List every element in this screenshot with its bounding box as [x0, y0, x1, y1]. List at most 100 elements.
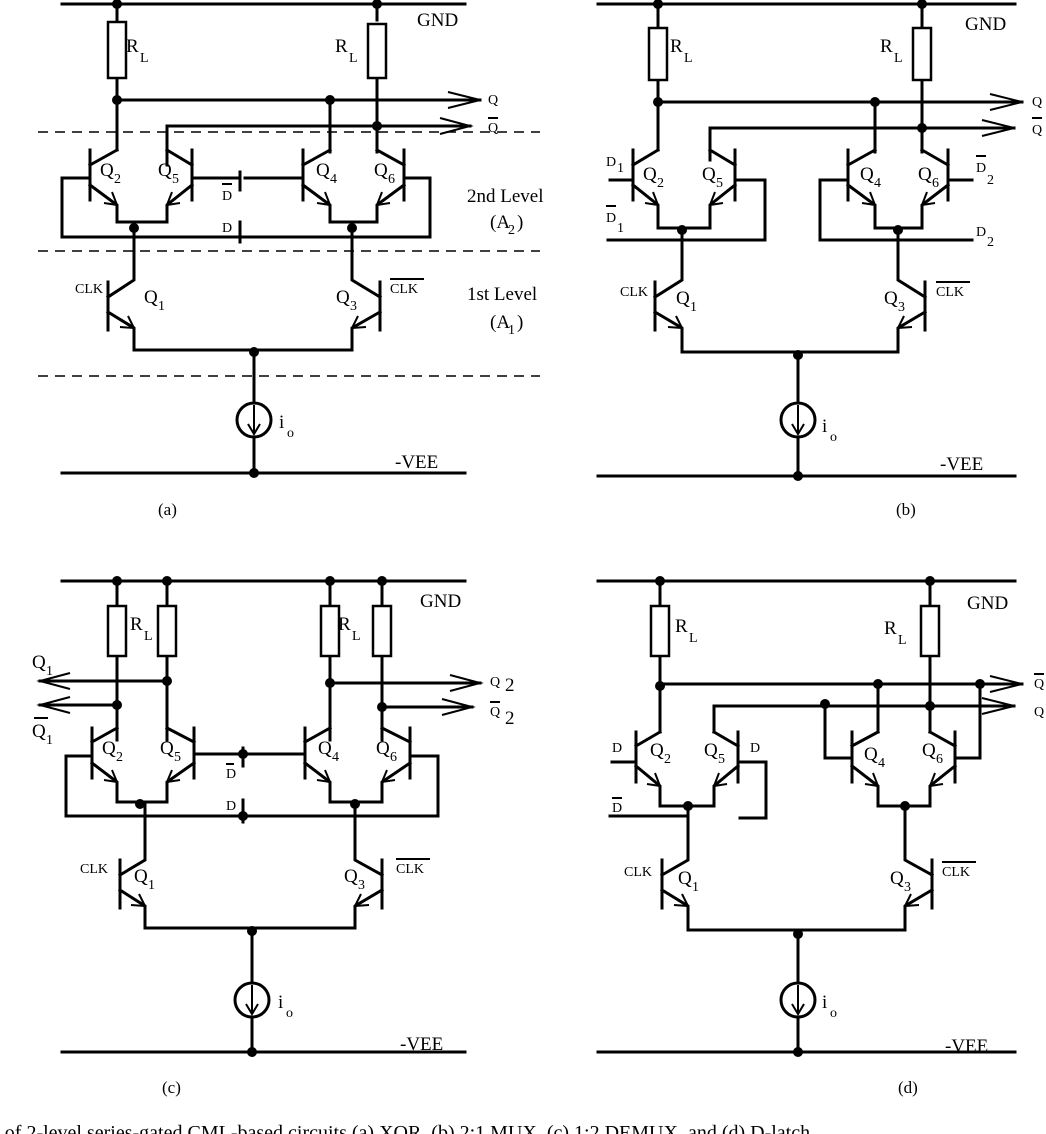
svg-text:2: 2 — [505, 708, 515, 729]
svg-text:Q: Q — [144, 287, 158, 308]
transistor-q2 — [630, 147, 684, 230]
svg-text:6: 6 — [388, 172, 395, 187]
load-resistor — [911, 26, 933, 82]
svg-text:2: 2 — [657, 176, 664, 191]
svg-text:Q: Q — [488, 93, 498, 108]
svg-text:D: D — [606, 155, 616, 170]
load-resistor — [106, 604, 128, 658]
transistor-q4 — [300, 147, 354, 224]
svg-text:D: D — [226, 799, 236, 814]
svg-text:(A: (A — [490, 212, 510, 233]
svg-text:Q: Q — [376, 738, 390, 759]
figure-caption: s of 2-level series-gated CML-based circ… — [0, 1118, 1046, 1134]
svg-text:R: R — [675, 616, 688, 637]
svg-text:1: 1 — [692, 880, 699, 895]
svg-text:Q: Q — [643, 164, 657, 185]
load-resistor — [106, 20, 128, 80]
load-resistor — [647, 26, 669, 82]
current-source — [779, 401, 817, 439]
svg-text:CLK: CLK — [936, 285, 964, 300]
svg-text:CLK: CLK — [942, 865, 970, 880]
svg-text:5: 5 — [716, 176, 723, 191]
svg-text:): ) — [517, 212, 523, 233]
svg-text:CLK: CLK — [620, 285, 648, 300]
svg-text:5: 5 — [172, 172, 179, 187]
svg-text:GND: GND — [967, 593, 1008, 614]
svg-text:2: 2 — [116, 750, 123, 765]
svg-text:6: 6 — [390, 750, 397, 765]
svg-text:Q: Q — [32, 652, 46, 673]
svg-text:i: i — [822, 992, 827, 1013]
svg-text:1: 1 — [148, 878, 155, 893]
transistor-q2 — [89, 725, 142, 804]
svg-text:CLK: CLK — [396, 862, 424, 877]
svg-text:Q: Q — [678, 868, 692, 889]
svg-text:1: 1 — [690, 300, 697, 315]
svg-text:Q: Q — [488, 121, 498, 136]
svg-text:CLK: CLK — [80, 862, 108, 877]
svg-text:Q: Q — [318, 738, 332, 759]
current-source — [235, 401, 273, 439]
svg-text:Q: Q — [336, 287, 350, 308]
svg-text:CLK: CLK — [624, 865, 652, 880]
svg-text:Q: Q — [158, 160, 172, 181]
svg-text:D: D — [750, 741, 760, 756]
load-resistor — [371, 604, 393, 658]
caption-a: (a) — [158, 500, 177, 519]
svg-text:4: 4 — [330, 172, 337, 187]
svg-text:3: 3 — [350, 299, 357, 314]
caption-d: (d) — [898, 1078, 918, 1097]
svg-text:Q: Q — [704, 740, 718, 761]
svg-text:i: i — [279, 412, 284, 433]
svg-text:o: o — [830, 430, 837, 445]
svg-text:Q: Q — [702, 164, 716, 185]
svg-text:Q: Q — [650, 740, 664, 761]
svg-text:GND: GND — [417, 10, 458, 31]
svg-text:Q: Q — [160, 738, 174, 759]
svg-text:D: D — [612, 741, 622, 756]
load-resistor — [649, 604, 671, 658]
svg-text:R: R — [338, 614, 351, 635]
svg-text:i: i — [822, 416, 827, 437]
transistor-q5 — [686, 729, 741, 808]
svg-text:-VEE: -VEE — [395, 452, 438, 473]
svg-text:2: 2 — [508, 223, 515, 238]
svg-text:L: L — [689, 631, 698, 646]
transistor-q1 — [117, 846, 147, 930]
svg-text:2: 2 — [114, 172, 121, 187]
load-resistor — [366, 22, 388, 80]
svg-text:GND: GND — [420, 591, 461, 612]
svg-text:Q: Q — [918, 164, 932, 185]
svg-text:Q: Q — [316, 160, 330, 181]
svg-text:R: R — [126, 36, 139, 57]
transistor-q2 — [633, 729, 690, 808]
current-source — [233, 981, 271, 1019]
transistor-q1 — [659, 846, 690, 932]
svg-text:5: 5 — [718, 752, 725, 767]
svg-text:1: 1 — [158, 299, 165, 314]
caption-text: s of 2-level series-gated CML-based circ… — [0, 1122, 811, 1134]
svg-text:i: i — [278, 992, 283, 1013]
caption-b: (b) — [896, 500, 916, 519]
svg-text:2: 2 — [505, 675, 515, 696]
svg-text:2: 2 — [664, 752, 671, 767]
svg-text:4: 4 — [332, 750, 339, 765]
transistor-q6 — [350, 147, 407, 224]
svg-text:Q: Q — [134, 866, 148, 887]
svg-text:6: 6 — [932, 176, 939, 191]
svg-text:D: D — [976, 225, 986, 240]
svg-text:(A: (A — [490, 312, 510, 333]
svg-text:L: L — [898, 633, 907, 648]
svg-text:Q: Q — [1032, 123, 1042, 138]
svg-text:1: 1 — [46, 664, 53, 679]
svg-text:1: 1 — [46, 733, 53, 748]
svg-text:Q: Q — [864, 744, 878, 765]
svg-text:2: 2 — [987, 235, 994, 250]
svg-text:1: 1 — [508, 323, 515, 338]
svg-text:D: D — [606, 211, 616, 226]
svg-text:D: D — [222, 189, 232, 204]
